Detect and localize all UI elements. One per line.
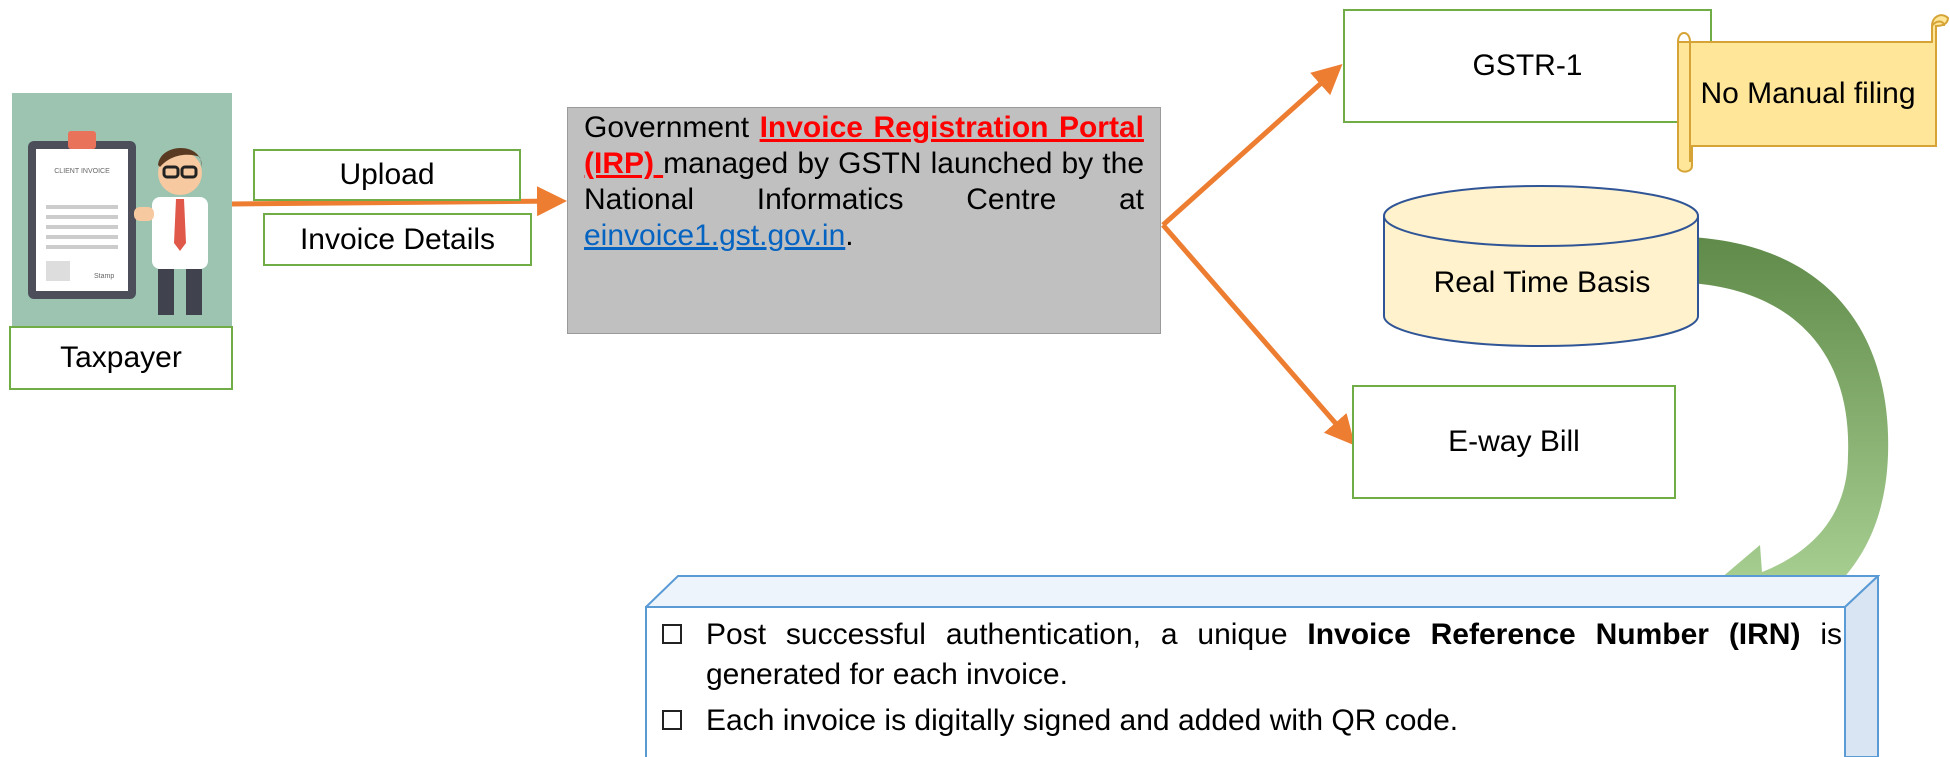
- no-manual-filing-note: No Manual filing: [1692, 48, 1924, 140]
- database-cylinder-icon: [1383, 185, 1699, 347]
- upload-label-box: Upload: [253, 149, 521, 201]
- checkbox-icon: [662, 710, 682, 730]
- curved-arrow: [1688, 237, 1889, 652]
- info-item-1-text-a: Post successful authentication, a unique: [706, 618, 1308, 651]
- taxpayer-label: Taxpayer: [60, 341, 182, 374]
- info-box-shape: [645, 575, 1880, 757]
- upload-arrow: [229, 186, 567, 217]
- no-manual-filing-label: No Manual filing: [1700, 77, 1916, 110]
- scroll-note-shape: [1677, 14, 1950, 173]
- person-with-clipboard-icon: [28, 131, 208, 315]
- real-time-basis-box: Real Time Basis: [1384, 248, 1700, 318]
- invoice-details-label-box: Invoice Details: [263, 213, 532, 266]
- portal-name: Invoice Registration Portal (IRP): [584, 111, 1144, 180]
- info-item-qr: Each invoice is digitally signed and add…: [662, 701, 1842, 741]
- arrow-to-gstr: [1161, 63, 1343, 227]
- info-box: Post successful authentication, a unique…: [662, 615, 1842, 741]
- clipboard-doc-title: CLIENT INVOICE: [54, 168, 110, 175]
- portal-text-2: managed by GSTN launched by the National…: [584, 147, 1145, 216]
- gstr1-label: GSTR-1: [1472, 49, 1583, 82]
- gstr1-box: GSTR-1: [1343, 9, 1712, 123]
- info-list: Post successful authentication, a unique…: [662, 615, 1842, 741]
- portal-text-1: Government: [584, 111, 760, 144]
- invoice-details-label: Invoice Details: [299, 222, 496, 256]
- real-time-basis-label: Real Time Basis: [1433, 266, 1651, 299]
- eway-bill-box: E-way Bill: [1352, 385, 1676, 499]
- info-item-irn: Post successful authentication, a unique…: [662, 615, 1842, 695]
- upload-label: Upload: [339, 158, 435, 191]
- taxpayer-label-box: Taxpayer: [9, 326, 233, 390]
- info-item-1-text-b: is generated for each invoice.: [706, 618, 1843, 691]
- checkbox-icon: [662, 624, 682, 644]
- portal-link[interactable]: einvoice1.gst.gov.in: [584, 219, 846, 252]
- eway-bill-label: E-way Bill: [1448, 425, 1580, 458]
- portal-text-3: .: [845, 219, 854, 252]
- clipboard-signature: Stamp: [94, 273, 115, 280]
- irp-portal-box: Government Invoice Registration Portal (…: [567, 107, 1161, 334]
- info-item-2-text: Each invoice is digitally signed and add…: [706, 704, 1459, 737]
- info-item-1-bold: Invoice Reference Number (IRN): [1307, 618, 1801, 651]
- taxpayer-illustration: CLIENT INVOICE Stamp: [12, 93, 232, 326]
- arrow-to-ewaybill: [1161, 223, 1355, 446]
